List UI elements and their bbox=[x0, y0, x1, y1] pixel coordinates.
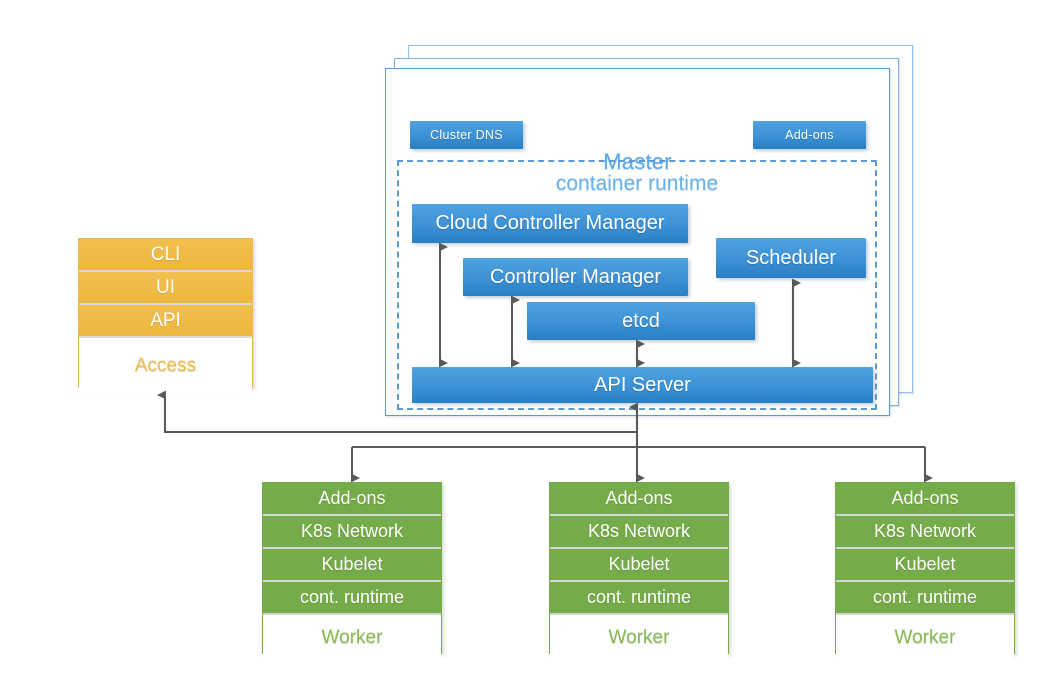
worker-3-footer-label: Worker bbox=[836, 615, 1014, 661]
worker-3-row-k8s-network[interactable]: K8s Network bbox=[836, 516, 1014, 549]
container-runtime-title: container runtime bbox=[555, 172, 719, 195]
access-row-ui[interactable]: UI bbox=[79, 272, 252, 305]
worker-1-footer-label: Worker bbox=[263, 615, 441, 661]
access-panel[interactable]: CLI UI API Access bbox=[78, 238, 253, 393]
access-row-cli[interactable]: CLI bbox=[79, 239, 252, 272]
worker-2-footer-label: Worker bbox=[550, 615, 728, 661]
cloud-controller-manager-box[interactable]: Cloud Controller Manager bbox=[412, 204, 688, 243]
worker-3-row-add-ons[interactable]: Add-ons bbox=[836, 483, 1014, 516]
scheduler-box[interactable]: Scheduler bbox=[716, 238, 866, 278]
worker-1-row-k8s-network[interactable]: K8s Network bbox=[263, 516, 441, 549]
wire-bus-access bbox=[157, 390, 637, 434]
worker-node-2[interactable]: Add-ons K8s Network Kubelet cont. runtim… bbox=[549, 482, 729, 661]
cluster-dns-box[interactable]: Cluster DNS bbox=[410, 121, 523, 149]
controller-manager-box[interactable]: Controller Manager bbox=[463, 258, 688, 296]
worker-1-row-cont-runtime[interactable]: cont. runtime bbox=[263, 582, 441, 615]
worker-2-row-kubelet[interactable]: Kubelet bbox=[550, 549, 728, 582]
worker-1-row-add-ons[interactable]: Add-ons bbox=[263, 483, 441, 516]
etcd-box[interactable]: etcd bbox=[527, 302, 755, 340]
api-server-box[interactable]: API Server bbox=[412, 367, 873, 403]
worker-2-row-k8s-network[interactable]: K8s Network bbox=[550, 516, 728, 549]
master-add-ons-box[interactable]: Add-ons bbox=[753, 121, 866, 149]
worker-node-1[interactable]: Add-ons K8s Network Kubelet cont. runtim… bbox=[262, 482, 442, 661]
worker-3-row-cont-runtime[interactable]: cont. runtime bbox=[836, 582, 1014, 615]
access-row-api[interactable]: API bbox=[79, 305, 252, 338]
worker-node-3[interactable]: Add-ons K8s Network Kubelet cont. runtim… bbox=[835, 482, 1015, 661]
worker-1-row-kubelet[interactable]: Kubelet bbox=[263, 549, 441, 582]
worker-2-row-add-ons[interactable]: Add-ons bbox=[550, 483, 728, 516]
worker-2-row-cont-runtime[interactable]: cont. runtime bbox=[550, 582, 728, 615]
access-footer-label: Access bbox=[79, 338, 252, 393]
worker-3-row-kubelet[interactable]: Kubelet bbox=[836, 549, 1014, 582]
